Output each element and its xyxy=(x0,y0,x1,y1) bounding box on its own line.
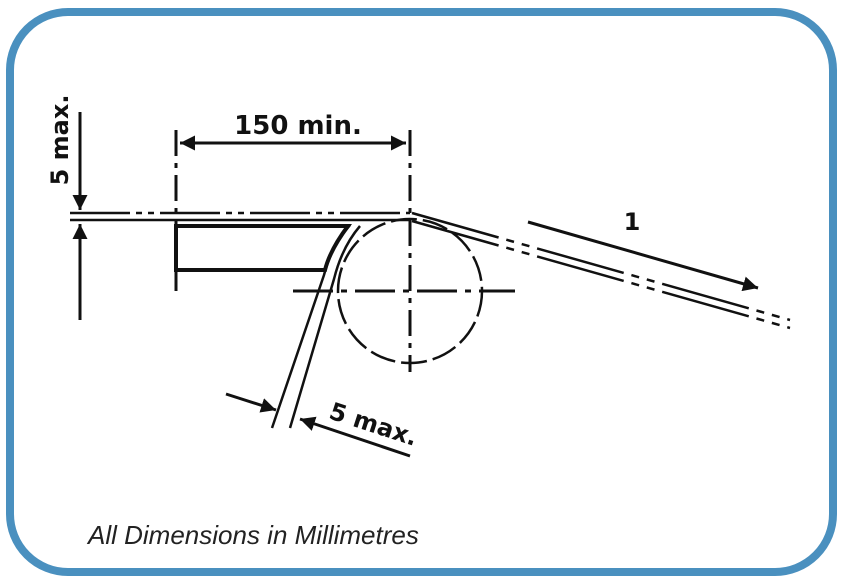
material-right-line-1 xyxy=(411,211,791,322)
material-lower-line-1 xyxy=(270,224,351,429)
label-150-min: 150 min. xyxy=(234,111,362,141)
lower-dimension-arrow-right xyxy=(299,416,411,458)
footnote: All Dimensions in Millimetres xyxy=(86,520,419,550)
material-lower-line-2 xyxy=(288,225,361,429)
direction-arrow xyxy=(527,220,759,292)
label-left-5-max: 5 max. xyxy=(46,95,74,186)
material-right-line-2 xyxy=(411,219,791,330)
label-direction-1: 1 xyxy=(624,208,641,236)
lower-dimension-arrow-left xyxy=(225,392,277,413)
